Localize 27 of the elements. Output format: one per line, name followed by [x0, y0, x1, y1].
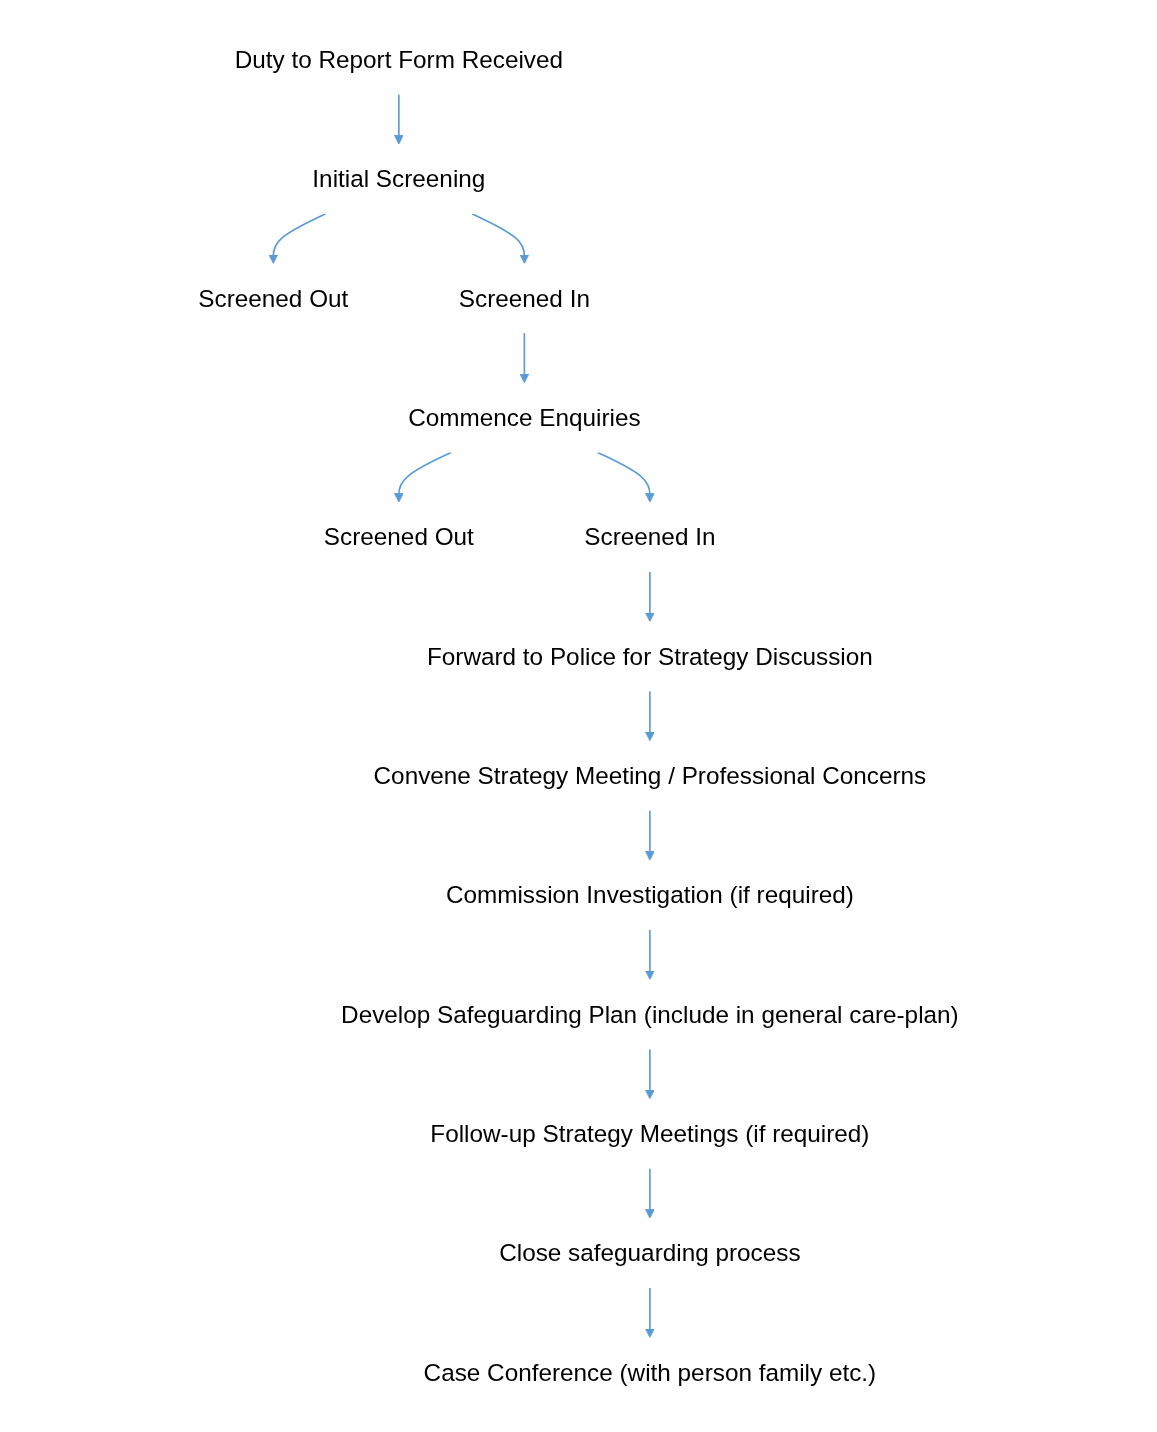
node-text: Screened In: [458, 284, 590, 313]
node-text: Screened In: [584, 523, 716, 551]
node-text: Initial Screening: [312, 165, 486, 193]
node-text: Develop Safeguarding Plan (include in general care-plan): [341, 1000, 959, 1029]
node-text: Screened Out: [198, 284, 349, 313]
arrow: [645, 1167, 655, 1219]
node-text: Follow-up Strategy Meetings (if required): [430, 1119, 870, 1148]
arrow: [645, 1287, 655, 1338]
arrow: [645, 690, 655, 742]
node-text: Screened Out: [323, 523, 474, 551]
arrow: [645, 570, 655, 622]
arrow: [394, 451, 452, 503]
arrow: [645, 809, 655, 861]
arrow: [645, 928, 655, 980]
arrow: [519, 332, 530, 384]
arrow: [394, 93, 404, 145]
node-text: Commence Enquiries: [408, 403, 641, 432]
arrow: [471, 212, 530, 264]
node-text: Commission Investigation (if required): [445, 881, 854, 909]
arrow: [596, 451, 655, 503]
arrow: [645, 1048, 655, 1100]
node-text: Close safeguarding process: [499, 1239, 801, 1267]
arrow: [268, 212, 327, 264]
node-text: Duty to Report Form Received: [234, 45, 563, 74]
node-text: Case Conference (with person family etc.): [423, 1358, 877, 1387]
node-text: Forward to Police for Strategy Discussion: [426, 642, 873, 671]
node-text: Convene Strategy Meeting / Professional Concerns: [373, 761, 927, 790]
